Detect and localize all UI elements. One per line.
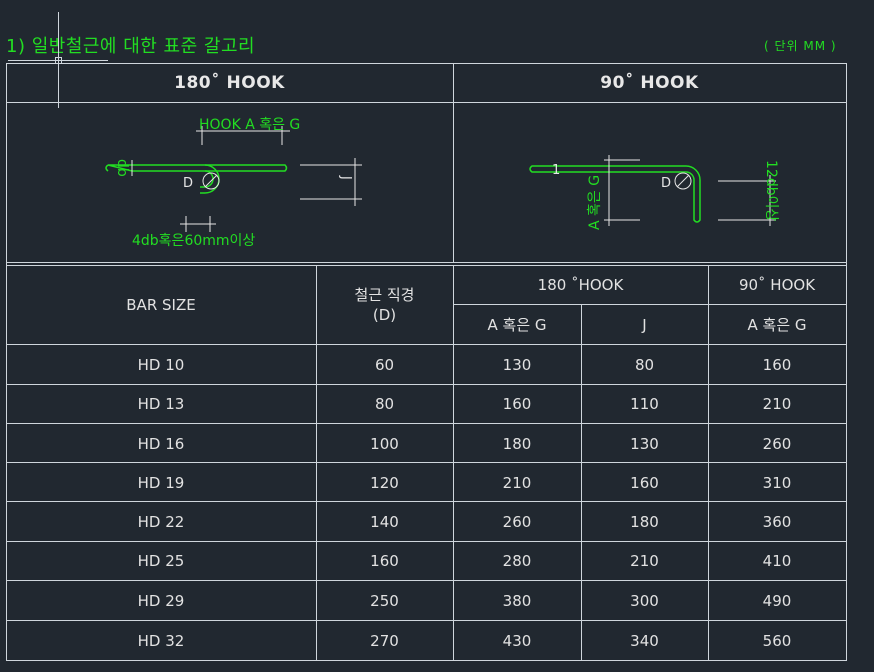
hook-a-label: HOOK A 혹은 G xyxy=(199,117,300,133)
table-cell: HD 19 xyxy=(137,473,185,492)
a-or-g-label-90: A 혹은 G xyxy=(587,175,603,230)
hook180-table-header: 180 ˚HOOK xyxy=(537,275,624,294)
col-a90-header: A 혹은 G xyxy=(747,316,807,334)
table-cell: 270 xyxy=(370,631,399,650)
min-length-label: 4db혹은60mm이상 xyxy=(132,233,255,249)
table-cell: 140 xyxy=(370,512,399,531)
header-90-hook: 90˚ HOOK xyxy=(600,72,699,93)
table-cell: HD 32 xyxy=(137,631,185,650)
diameter-header-line1: 철근 직경 xyxy=(354,285,415,304)
table-cell: 160 xyxy=(762,355,792,374)
table-cell: 180 xyxy=(502,434,532,453)
diagram-180-hook: HOOK A 혹은 G 4db혹은60mm이상 D J db xyxy=(105,117,362,249)
table-cell: 300 xyxy=(630,591,659,610)
table-cell: 380 xyxy=(502,591,532,610)
diameter-header-line2: (D) xyxy=(372,305,397,324)
table-cell: HD 25 xyxy=(137,552,185,570)
12db-label: 12db이상 xyxy=(763,160,779,221)
col-a180-header: A 혹은 G xyxy=(487,316,547,334)
table-cell: 210 xyxy=(630,552,659,570)
table-cell: 180 xyxy=(630,512,659,531)
table-cell: 210 xyxy=(502,473,532,492)
table-cell: 310 xyxy=(762,473,792,492)
db-label: db xyxy=(114,159,130,177)
table-cell: 160 xyxy=(502,395,532,413)
table-cell: 100 xyxy=(370,434,399,453)
table-cell: 410 xyxy=(762,552,792,570)
j-label: J xyxy=(338,175,353,180)
d-label-90: D xyxy=(661,176,671,191)
table-cell: 340 xyxy=(630,631,659,650)
table-cell: 160 xyxy=(370,552,399,570)
table-cell: HD 16 xyxy=(137,434,185,453)
outer-border xyxy=(6,63,847,661)
table-cell: 130 xyxy=(502,355,532,374)
page-title: 1) 일반철근에 대한 표준 갈고리 xyxy=(6,36,256,57)
table-cell: 250 xyxy=(370,591,399,610)
table-cell: 430 xyxy=(502,631,532,650)
header-180-hook: 180˚ HOOK xyxy=(174,72,285,93)
table-cell: 560 xyxy=(762,631,792,650)
diagram-90-hook: A 혹은 G D 12db이상 1 xyxy=(529,155,779,230)
unit-label: ( 단위 MM ) xyxy=(764,39,837,53)
table-cell: 490 xyxy=(762,591,792,610)
table-cell: 210 xyxy=(762,395,792,413)
table-cell: 130 xyxy=(630,434,659,453)
col-j-header: J xyxy=(642,315,647,334)
table-cell: 60 xyxy=(374,355,395,374)
diameter-header: 철근 직경 (D) xyxy=(316,265,453,344)
table-cell: 80 xyxy=(374,395,395,413)
table-cell: HD 22 xyxy=(137,512,185,531)
table-cell: 260 xyxy=(762,434,792,453)
d-label-180: D xyxy=(183,176,193,191)
table-cell: 360 xyxy=(762,512,792,531)
table-cell: HD 29 xyxy=(137,591,185,610)
table-cell: HD 13 xyxy=(137,395,185,413)
table-cell: 260 xyxy=(502,512,532,531)
table-cell: HD 10 xyxy=(137,355,185,374)
cursor-crosshair-horizontal xyxy=(8,60,108,61)
table-cell: 280 xyxy=(502,552,532,570)
table-cell: 160 xyxy=(630,473,659,492)
marker-one: 1 xyxy=(552,163,560,178)
hook90-table-header: 90˚ HOOK xyxy=(738,275,816,294)
table-cell: 110 xyxy=(630,395,659,413)
table-cell: 120 xyxy=(370,473,399,492)
table-cell: 80 xyxy=(634,355,655,374)
bar-size-header: BAR SIZE xyxy=(126,295,196,314)
